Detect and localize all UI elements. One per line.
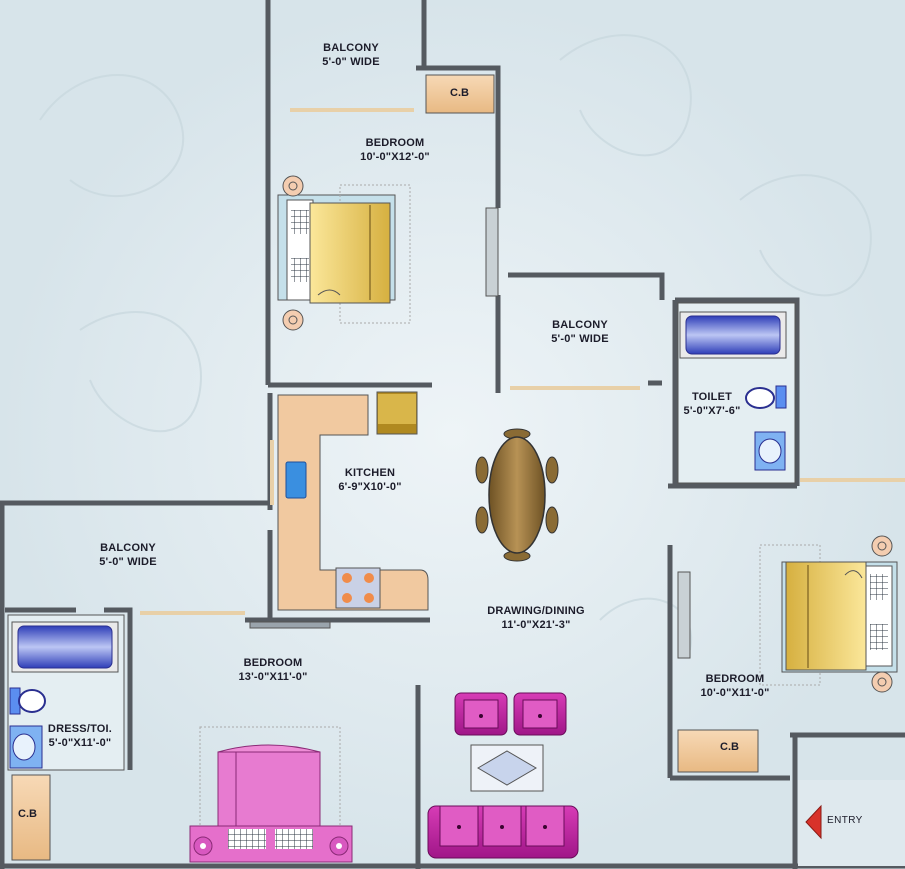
dress-toilet-label: DRESS/TOI. 5'-0"X11'-0" xyxy=(40,722,120,750)
bathtub-icon xyxy=(685,315,781,355)
room-size: 10'-0"X12'-0" xyxy=(360,151,430,163)
cupboard-right xyxy=(677,729,759,773)
room-size: 10'-0"X11'-0" xyxy=(700,687,770,699)
bed-icon xyxy=(309,202,391,304)
balcony-mid-label: BALCONY 5'-0" WIDE xyxy=(530,318,630,346)
drawing-dining-label: DRAWING/DINING 11'-0"X21'-3" xyxy=(474,604,598,632)
room-size: 5'-0"X7'-6" xyxy=(683,405,741,417)
toilet-icon xyxy=(745,387,775,409)
master-bed-icon xyxy=(189,726,353,863)
toilet-label: TOILET 5'-0"X7'-6" xyxy=(672,390,752,418)
room-size: 5'-0"X11'-0" xyxy=(48,737,112,749)
balcony-left-label: BALCONY 5'-0" WIDE xyxy=(76,541,180,569)
cupboard-right-label: C.B xyxy=(720,741,739,753)
top-bedroom-furniture xyxy=(277,175,499,331)
cupboard-top xyxy=(425,74,495,114)
room-name: BALCONY xyxy=(552,319,608,331)
room-size: 11'-0"X21'-3" xyxy=(501,619,571,631)
room-name: BEDROOM xyxy=(243,657,303,669)
arrow-left-icon xyxy=(805,804,822,840)
room-name: KITCHEN xyxy=(344,467,396,479)
room-name: TOILET xyxy=(691,391,733,403)
toilet-icon xyxy=(18,689,46,713)
room-size: 13'-0"X11'-0" xyxy=(238,671,308,683)
bed-icon xyxy=(785,561,867,671)
room-name: BALCONY xyxy=(323,42,379,54)
balcony-top-label: BALCONY 5'-0" WIDE xyxy=(296,41,406,69)
background-swirls xyxy=(39,34,872,651)
room-name: DRAWING/DINING xyxy=(487,605,585,617)
room-size: 5'-0" WIDE xyxy=(551,333,609,345)
bedroom-right-label: BEDROOM 10'-0"X11'-0" xyxy=(680,672,790,700)
room-name: BEDROOM xyxy=(365,137,425,149)
right-bedroom-furniture xyxy=(677,535,898,693)
room-size: 5'-0" WIDE xyxy=(322,56,380,68)
bedroom-top-label: BEDROOM 10'-0"X12'-0" xyxy=(340,136,450,164)
room-name: BEDROOM xyxy=(705,673,765,685)
bedroom-left-label: BEDROOM 13'-0"X11'-0" xyxy=(218,656,328,684)
window-lines xyxy=(140,108,905,615)
entry-label: ENTRY xyxy=(827,815,863,826)
cupboard-left xyxy=(11,774,51,861)
kitchen-label: KITCHEN 6'-9"X10'-0" xyxy=(318,466,422,494)
room-name: DRESS/TOI. xyxy=(47,723,113,735)
toilet-fixtures xyxy=(677,302,796,484)
bathtub-icon xyxy=(17,625,113,669)
room-size: 5'-0" WIDE xyxy=(99,556,157,568)
dining-table-icon xyxy=(475,428,559,562)
entry-marker xyxy=(798,780,905,866)
stove-icon xyxy=(335,567,381,609)
dress-toilet-fixtures xyxy=(7,614,125,771)
room-size: 6'-9"X10'-0" xyxy=(338,481,402,493)
sofa-icon xyxy=(427,692,579,859)
cupboard-top-label: C.B xyxy=(450,87,469,99)
kitchen-counter xyxy=(249,391,429,629)
kitchen-sink-icon xyxy=(285,461,307,499)
room-name: BALCONY xyxy=(100,542,156,554)
cupboard-left-label: C.B xyxy=(18,808,37,820)
